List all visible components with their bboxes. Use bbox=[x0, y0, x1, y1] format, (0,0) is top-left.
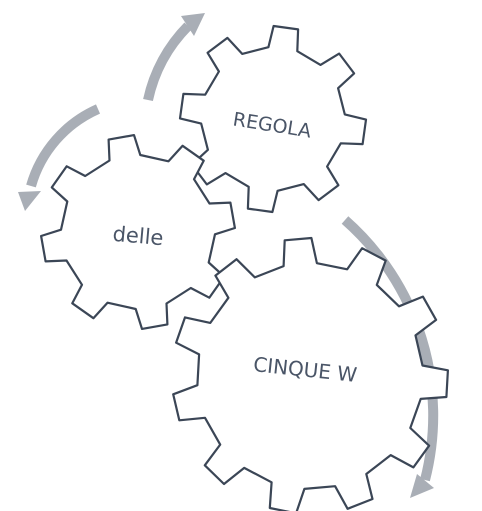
gear-delle-label: delle bbox=[112, 222, 165, 250]
arrow-top-left bbox=[148, 13, 205, 100]
gear-regola: REGOLA bbox=[180, 26, 366, 212]
